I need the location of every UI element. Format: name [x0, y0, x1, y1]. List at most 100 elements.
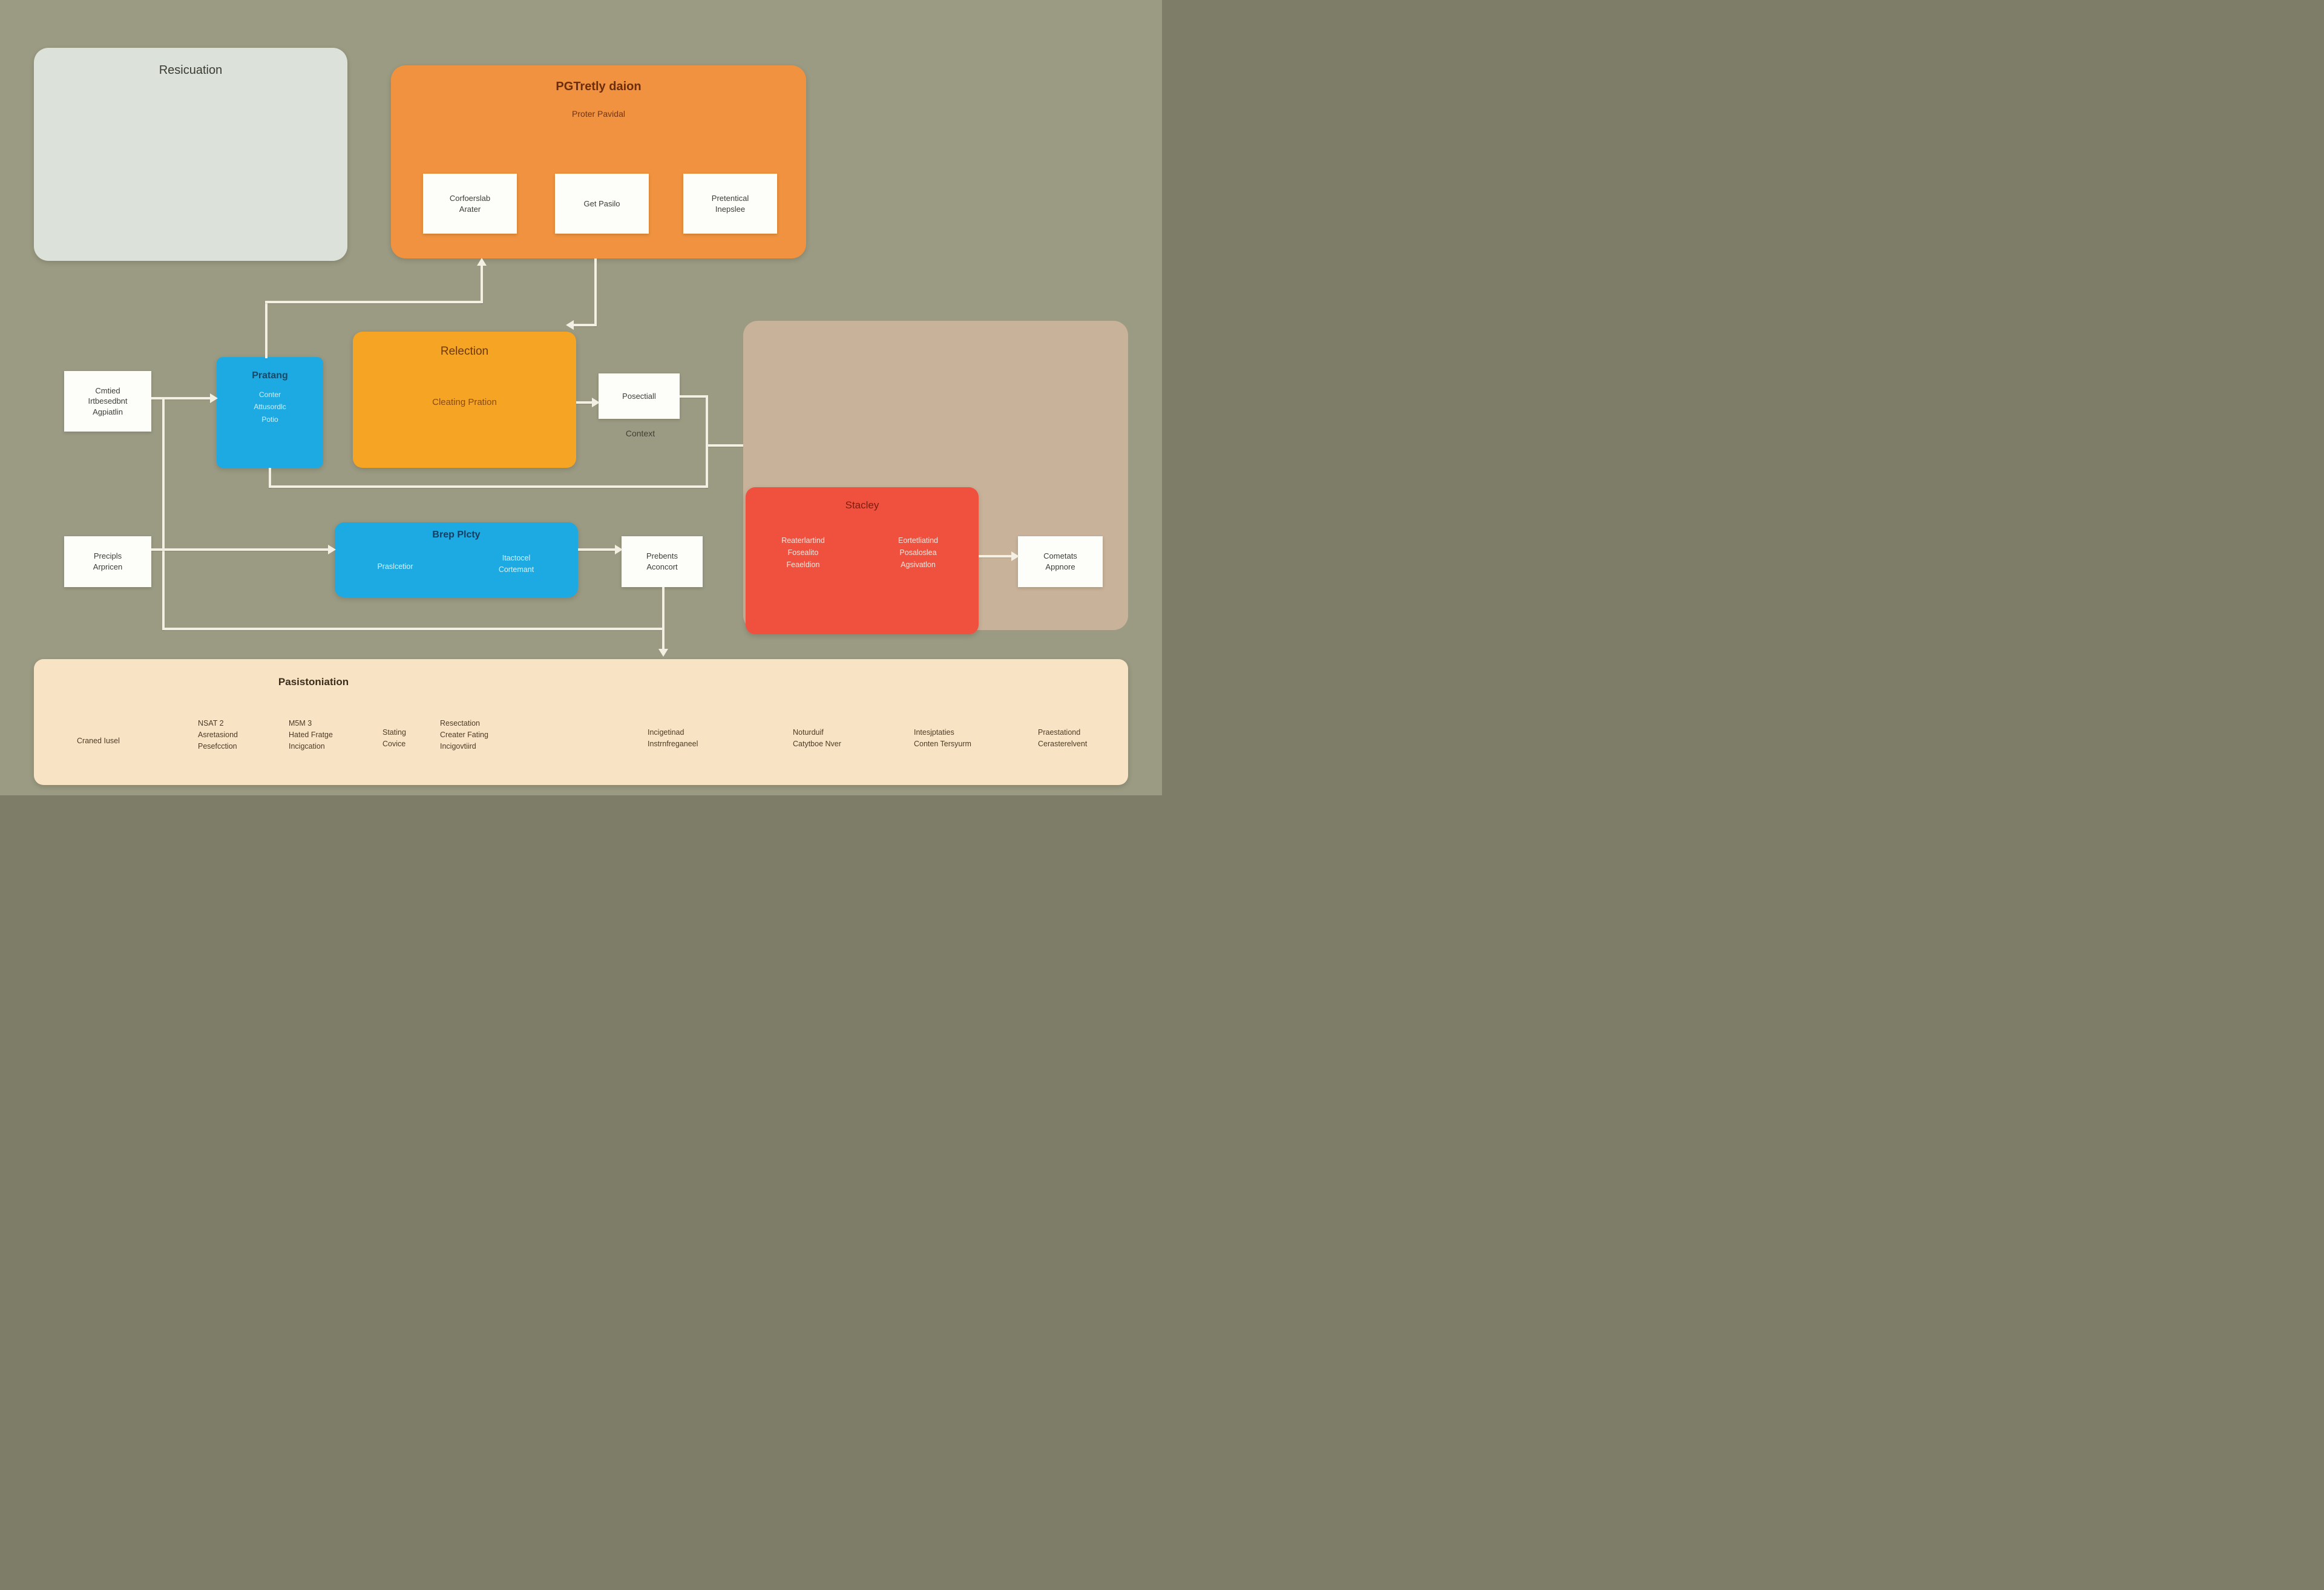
bar-item-9: Praestationd Cerasterelvent: [1038, 727, 1087, 750]
flowchart-diagram: Resicuation PGTretly daion Proter Pavida…: [0, 0, 1162, 795]
cmtied-line1: Cmtied: [95, 386, 120, 395]
bar-item-2-line1: NSAT 2: [198, 719, 224, 728]
cmtied-line3: Agpiatlin: [93, 407, 123, 416]
bottom-bar-title: Pasistoniation: [278, 676, 349, 688]
connector-relection-to-posectiall: [576, 401, 593, 404]
connector-pratang-bottom-stub-v: [269, 468, 271, 488]
connector-pratang-to-process-v1: [265, 301, 268, 358]
pratang-box: Pratang Conter Attusordlc Potio: [217, 357, 323, 468]
cmtied-line2: Irtbesedbnt: [88, 396, 128, 406]
brep-right-line1: Itactocel: [502, 554, 531, 562]
bar-item-5: Resectation Creater Fating Incigovtiird: [440, 718, 488, 752]
prebents-line2: Aconcort: [646, 562, 678, 571]
stacley-title: Stacley: [845, 499, 879, 511]
stacley-right-column: Eortetliatind Posaloslea Agsivatlon: [870, 534, 967, 571]
arrowhead-into-brep: [328, 545, 336, 554]
bar-item-5-line2: Creater Fating: [440, 730, 488, 739]
process-step-2-label: Get Pasilo: [583, 199, 620, 208]
arrowhead-into-prebents: [615, 545, 623, 554]
brep-right-line2: Cortemant: [498, 565, 534, 574]
arrowhead-into-cometats: [1011, 551, 1019, 561]
connector-posectiall-right-h: [680, 395, 708, 398]
connector-prebents-to-bar-v: [662, 587, 665, 650]
bar-item-3-line1: M5M 3: [289, 719, 312, 728]
pratang-title: Pratang: [252, 370, 288, 381]
bar-item-1-line1: Craned Iusel: [77, 737, 120, 745]
precipls-line1: Precipls: [93, 551, 122, 561]
prebents-box: Prebents Aconcort: [622, 536, 703, 587]
bar-item-9-line1: Praestationd: [1038, 728, 1081, 737]
brep-box: Brep Plcty Praslcetior Itactocel Cortema…: [335, 522, 578, 597]
bar-item-3: M5M 3 Hated Fratge Incigcation: [289, 718, 333, 752]
connector-brep-to-prebents: [578, 548, 616, 551]
bar-item-2: NSAT 2 Asretasiond Pesefcction: [198, 718, 238, 752]
connector-cmtied-to-pratang: [151, 397, 212, 399]
bar-item-8-line1: Intesjptaties: [914, 728, 954, 737]
relection-box: Relection Cleating Pration: [353, 332, 576, 468]
resicuation-title: Resicuation: [159, 64, 223, 77]
pratang-line3: Potio: [261, 415, 278, 424]
bar-item-6-line1: Incigetinad: [648, 728, 684, 737]
bar-item-5-line3: Incigovtiird: [440, 741, 476, 751]
pratang-line1: Conter: [258, 390, 281, 399]
stacley-left-line1: Reaterlartind: [781, 536, 825, 545]
connector-branch-to-tan-h: [708, 444, 743, 447]
relection-body: Cleating Pration: [432, 397, 497, 407]
process-title: PGTretly daion: [556, 80, 642, 93]
posectiall-box: Posectiall: [599, 373, 680, 419]
arrowhead-into-pratang: [210, 393, 218, 403]
bar-item-6: Incigetinad Instrnfreganeel: [648, 727, 698, 750]
bar-item-4-line1: Stating: [382, 728, 406, 737]
connector-trunk-bottom-h: [162, 628, 663, 630]
process-step-1-label2: Arater: [459, 204, 481, 214]
process-step-1-label: Corfoerslab: [449, 193, 491, 203]
arrowhead-into-process: [477, 258, 487, 266]
connector-pratang-to-process-v2: [481, 264, 483, 303]
brep-title: Brep Plcty: [432, 530, 481, 540]
cometats-box: Cometats Appnore: [1018, 536, 1103, 587]
bar-item-4-line2: Covice: [382, 739, 406, 748]
bar-item-7-line2: Catytboe Nver: [793, 739, 841, 748]
arrowhead-into-relection: [566, 320, 574, 330]
connector-stacley-to-cometats: [979, 555, 1013, 557]
bar-item-1: Craned Iusel: [77, 735, 120, 747]
brep-right-label: Itactocel Cortemant: [474, 553, 559, 576]
brep-left-label: Praslcetior: [377, 562, 413, 571]
process-step-3-label: Pretentical: [711, 193, 749, 203]
process-subtitle: Proter Pavidal: [572, 109, 625, 119]
process-step-3: Pretentical Inepslee: [683, 174, 777, 234]
stacley-right-line3: Agsivatlon: [901, 560, 936, 569]
cometats-line2: Appnore: [1045, 562, 1075, 571]
bar-item-2-line2: Asretasiond: [198, 730, 238, 739]
arrowhead-into-posectiall: [592, 398, 600, 407]
cmtied-box: Cmtied Irtbesedbnt Agpiatlin: [64, 371, 151, 432]
arrowhead-into-bottom-bar: [658, 649, 668, 657]
precipls-line2: Arpricen: [93, 562, 123, 571]
cometats-line1: Cometats: [1043, 551, 1077, 561]
bar-item-9-line2: Cerasterelvent: [1038, 739, 1088, 748]
connector-process-to-relection-v: [594, 258, 597, 326]
pratang-line2: Attusordlc: [254, 402, 286, 412]
connector-pratang-to-process-h: [265, 301, 483, 303]
bar-item-7-line1: Noturduif: [793, 728, 824, 737]
stacley-left-line2: Fosealito: [787, 548, 819, 557]
stacley-right-line1: Eortetliatind: [898, 536, 938, 545]
bar-item-5-line1: Resectation: [440, 719, 481, 728]
prebents-line1: Prebents: [646, 551, 678, 561]
bar-item-4: Stating Covice: [382, 727, 406, 750]
bar-item-8-line2: Conten Tersyurm: [914, 739, 971, 748]
stacley-box: Stacley Reaterlartind Fosealito Feaeldio…: [746, 487, 979, 634]
pratang-body: Conter Attusordlc Potio: [217, 389, 323, 425]
bar-item-3-line3: Incigcation: [289, 741, 325, 751]
process-step-3-label2: Inepslee: [715, 204, 746, 214]
stacley-left-line3: Feaeldion: [786, 560, 820, 569]
bar-item-3-line2: Hated Fratge: [289, 730, 333, 739]
stacley-right-line2: Posaloslea: [899, 548, 937, 557]
relection-title: Relection: [440, 345, 489, 358]
connector-left-trunk-v: [162, 397, 165, 630]
connector-long-return-h: [269, 485, 708, 488]
stacley-left-column: Reaterlartind Fosealito Feaeldion: [758, 534, 849, 571]
process-step-2: Get Pasilo: [555, 174, 649, 234]
connector-process-to-relection-h: [573, 324, 597, 326]
bar-item-2-line3: Pesefcction: [198, 741, 237, 751]
